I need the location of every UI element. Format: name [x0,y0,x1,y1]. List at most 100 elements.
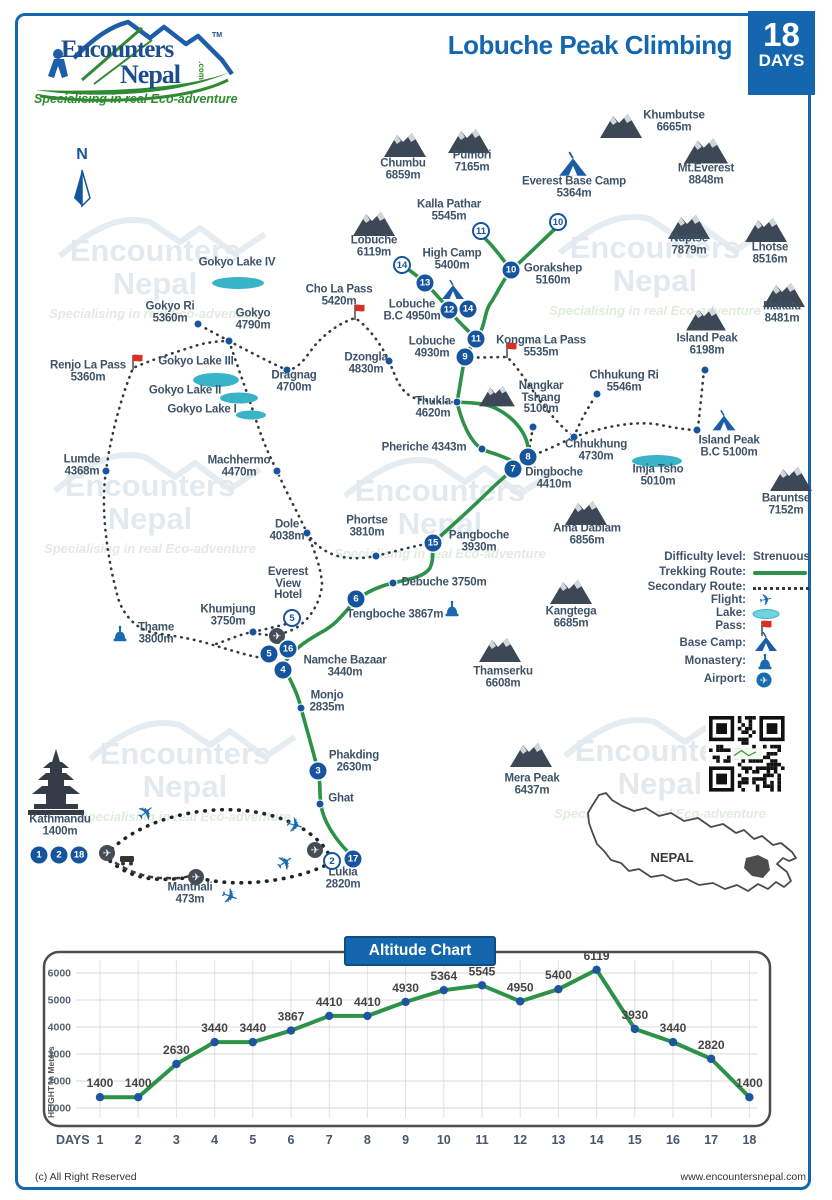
svg-text:✈: ✈ [103,848,111,859]
days-value: 18 [763,16,800,53]
airport-icon: ✈ [269,628,285,644]
trekking-route [479,233,513,272]
base-camp-tent-icon [559,151,587,176]
logo-name-1: Encounters [61,36,174,63]
village-dot [296,703,306,713]
day-tick-label: 10 [437,1133,451,1147]
mountain-icon [686,307,726,331]
altitude-point [286,1026,296,1035]
svg-text:✈: ✈ [760,675,768,686]
altitude-value-label: 2630 [163,1043,190,1057]
monastery-icon [113,625,127,642]
altitude-value-label: 4410 [316,995,343,1009]
footer-website: www.encountersnepal.com [680,1171,806,1183]
trekking-route [400,263,478,341]
airport-icon: ✈ [756,672,772,688]
trekking-route [455,400,518,465]
flight-route [108,859,326,885]
mountain-icon [763,283,805,307]
village-dot [700,365,710,375]
svg-text:2000: 2000 [48,1076,72,1088]
village-dot [692,425,702,435]
page-border [15,13,811,1190]
svg-text:6000: 6000 [48,968,72,980]
altitude-point [516,997,525,1006]
village-dot [315,799,325,809]
svg-text:3000: 3000 [48,1049,72,1061]
monastery-icon [758,653,772,670]
north-arrow-icon [74,169,91,208]
secondary-route [696,368,706,429]
altitude-value-label: 3867 [278,1010,305,1024]
base-camp-tent-icon [755,631,777,651]
altitude-point [668,1037,678,1047]
svg-text:1000: 1000 [48,1103,72,1115]
base-camp-tent-icon [442,279,464,299]
altitude-value-label: 1400 [87,1076,114,1090]
lake-icon [212,277,264,289]
village-dot [477,444,487,454]
altitude-point [134,1093,143,1102]
svg-text:✈: ✈ [758,591,775,610]
logo-tm: TM [212,32,223,39]
trekking-route [431,455,530,545]
chart-xlabel: DAYS [56,1133,90,1147]
day-tick-label: 17 [704,1133,718,1147]
airport-icon: ✈ [188,869,204,885]
logo-dotcom: .com [196,61,206,80]
logo-mountain-icon [72,19,234,76]
altitude-point [707,1054,716,1064]
trekking-route [281,541,435,667]
day-tick-label: 2 [135,1133,142,1147]
days-badge: 18 DAYS [748,11,815,95]
secondary-route [196,322,231,343]
secondary-route [211,339,324,647]
flight-plane-icon: ✈ [283,813,306,840]
village-dot [569,432,579,442]
mountain-icon [745,218,787,242]
secondary-route [572,422,699,439]
north-label: N [76,146,88,163]
grass-swoosh-icon [36,72,230,95]
day-tick-label: 8 [364,1133,371,1147]
flight-plane-icon: ✈ [758,591,775,610]
footer-copyright: (c) All Right Reserved [35,1171,137,1183]
mountain-icon [510,743,552,767]
altitude-point [172,1059,181,1069]
day-tick-label: 7 [326,1133,333,1147]
altitude-point [248,1037,257,1047]
kathmandu-temple-icon [28,749,84,815]
altitude-value-label: 4930 [392,981,419,995]
day-tick-label: 11 [475,1133,488,1147]
svg-text:✈: ✈ [311,845,319,856]
secondary-route [285,316,459,404]
secondary-route [102,339,272,661]
logo-axe2-icon [93,39,153,85]
days-label: DAYS [758,51,805,70]
svg-text:✈: ✈ [272,849,300,878]
mountain-icon [600,114,642,138]
day-tick-label: 14 [590,1133,604,1147]
trekking-route [455,400,531,459]
climber-head-icon [53,49,63,59]
altitude-value-label: 1400 [125,1076,152,1090]
village-dot [224,336,234,346]
altitude-value-label: 6119 [584,949,610,963]
mountain-icon [353,212,395,236]
nepal-inset: NEPAL [587,792,797,892]
lake-icon [193,373,239,387]
mountain-icon [479,638,521,662]
day-tick-label: 13 [551,1133,565,1147]
mountain-icon [683,138,729,164]
pass-flag-icon [132,354,143,370]
altitude-point [630,1024,639,1034]
brand-logo: Encounters Nepal TM .com Specialising in… [24,14,242,108]
nepal-inset-label: NEPAL [650,850,693,865]
altitude-point [477,981,487,990]
mountain-icon [479,385,515,407]
altitude-point [210,1037,219,1047]
base-camp-tent-icon [712,409,736,431]
mountain-icon [384,133,426,157]
chart-ylabel: HEIGHT in Meters [46,1046,56,1118]
